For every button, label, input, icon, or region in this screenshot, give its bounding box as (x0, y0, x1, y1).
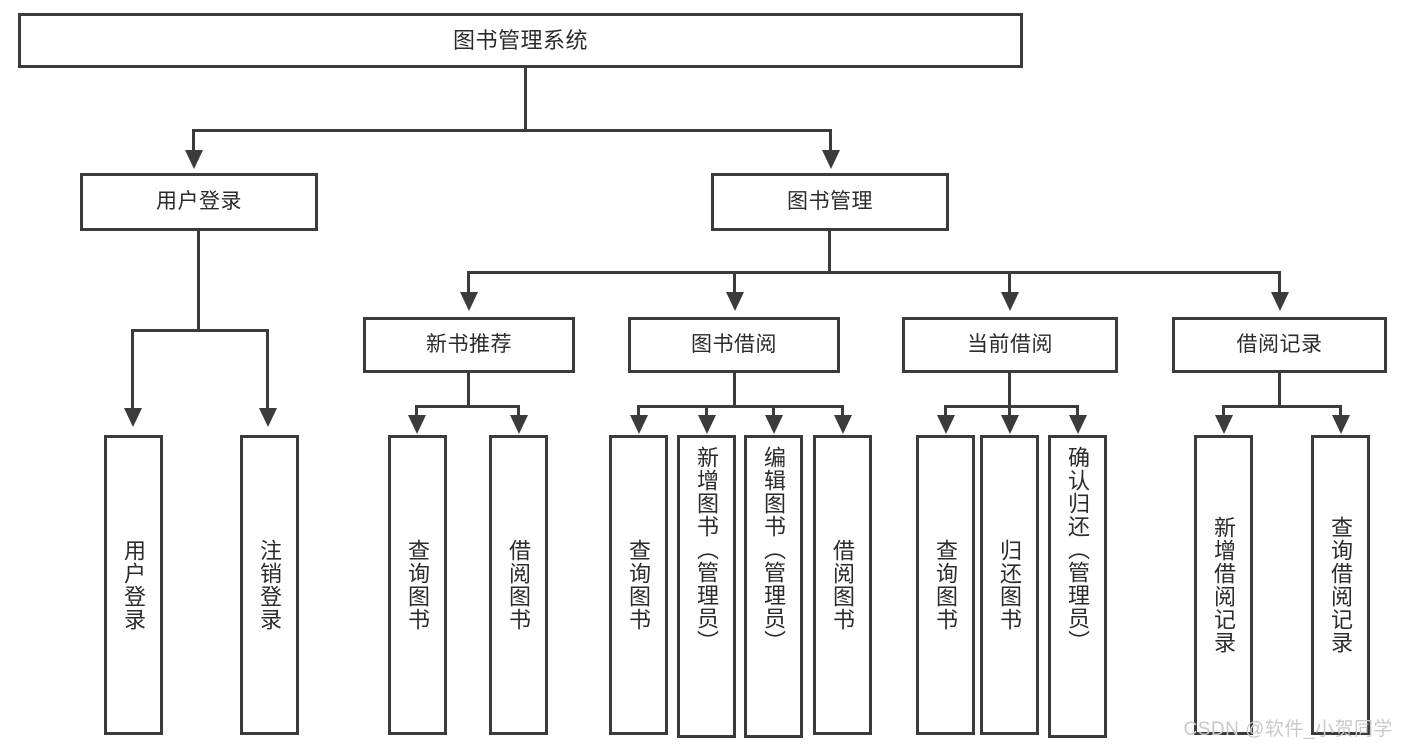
node-label: 新书推荐 (426, 332, 512, 356)
node-label: 查询图书 (933, 539, 959, 631)
node-book-borrow[interactable]: 图书借阅 (628, 317, 840, 373)
node-label: 借阅图书 (506, 539, 532, 631)
connector-root-stem (524, 68, 527, 131)
arrow-to-leaf-confirm-return (1069, 415, 1087, 434)
connector-bb-drop-2 (705, 405, 708, 417)
connector-bm-drop-1 (467, 271, 470, 293)
arrow-to-user-login (185, 150, 203, 169)
arrow-to-leaf-edit-book (765, 415, 783, 434)
connector-br-drop-2 (1339, 405, 1342, 417)
connector-user-login-drop-1 (131, 329, 134, 409)
leaf-return-book[interactable]: 归还图书 (980, 435, 1039, 735)
leaf-edit-book-admin[interactable]: 编辑图书（管理员） (744, 435, 803, 738)
arrow-to-leaf-borrow-book-2 (834, 415, 852, 434)
arrow-to-leaf-query-borrow-record (1332, 415, 1350, 434)
connector-bb-drop-3 (772, 405, 775, 417)
arrow-to-leaf-add-book (698, 415, 716, 434)
leaf-confirm-return-admin[interactable]: 确认归还（管理员） (1048, 435, 1107, 738)
node-label: 注销登录 (257, 539, 283, 631)
connector-book-management-bus (467, 271, 1281, 274)
arrow-to-leaf-add-borrow-record (1215, 415, 1233, 434)
leaf-logout[interactable]: 注销登录 (240, 435, 299, 735)
leaf-query-borrow-record[interactable]: 查询借阅记录 (1311, 435, 1370, 735)
node-label: 查询图书 (626, 539, 652, 631)
node-label: 借阅记录 (1236, 332, 1323, 356)
arrow-to-new-book-recommend (460, 292, 478, 311)
leaf-borrow-book-recommend[interactable]: 借阅图书 (489, 435, 548, 735)
connector-cb-drop-3 (1076, 405, 1079, 417)
connector-nbr-drop-2 (517, 405, 520, 417)
node-label: 用户登录 (121, 539, 147, 631)
connector-user-login-drop-2 (266, 329, 269, 409)
connector-nbr-drop-1 (415, 405, 418, 417)
leaf-query-book-recommend[interactable]: 查询图书 (388, 435, 447, 735)
node-label: 借阅图书 (830, 539, 856, 631)
leaf-user-login[interactable]: 用户登录 (104, 435, 163, 735)
connector-root-drop-right (829, 129, 832, 151)
connector-br-bus (1222, 405, 1342, 408)
leaf-borrow-book-borrow[interactable]: 借阅图书 (813, 435, 872, 735)
connector-bb-bus (637, 405, 844, 408)
connector-user-login-stem (197, 231, 200, 331)
node-label: 新增借阅记录 (1211, 516, 1237, 654)
connector-bm-drop-3 (1008, 271, 1011, 293)
node-label: 归还图书 (997, 539, 1023, 631)
arrow-to-book-management (822, 150, 840, 169)
leaf-query-book-borrow[interactable]: 查询图书 (609, 435, 668, 735)
connector-cb-bus (944, 405, 1078, 408)
connector-bb-drop-4 (841, 405, 844, 417)
node-label: 编辑图书（管理员） (761, 446, 787, 653)
arrow-to-book-borrow (726, 292, 744, 311)
watermark: CSDN @软件_小贺同学 (1183, 719, 1393, 740)
connector-user-login-bus (131, 329, 269, 332)
connector-bb-stem (733, 373, 736, 407)
connector-root-bus (192, 129, 832, 132)
connector-bm-drop-2 (733, 271, 736, 293)
leaf-add-borrow-record[interactable]: 新增借阅记录 (1194, 435, 1253, 735)
node-label: 查询借阅记录 (1328, 516, 1354, 654)
connector-br-drop-1 (1222, 405, 1225, 417)
arrow-to-leaf-query-book-1 (408, 415, 426, 434)
node-new-book-recommend[interactable]: 新书推荐 (363, 317, 575, 373)
arrow-to-leaf-borrow-book-1 (510, 415, 528, 434)
node-current-borrow[interactable]: 当前借阅 (902, 317, 1118, 373)
connector-cb-drop-1 (944, 405, 947, 417)
node-label: 图书借阅 (691, 332, 777, 356)
arrow-to-leaf-query-book-3 (937, 415, 955, 434)
node-book-management[interactable]: 图书管理 (711, 173, 949, 231)
connector-bm-drop-4 (1278, 271, 1281, 293)
arrow-to-current-borrow (1001, 292, 1019, 311)
node-label: 用户登录 (156, 189, 242, 213)
node-label: 新增图书（管理员） (694, 446, 720, 653)
leaf-add-book-admin[interactable]: 新增图书（管理员） (677, 435, 736, 738)
node-borrow-record[interactable]: 借阅记录 (1172, 317, 1387, 373)
arrow-to-leaf-query-book-2 (630, 415, 648, 434)
node-label: 图书管理 (787, 189, 873, 213)
node-label: 当前借阅 (967, 332, 1053, 356)
connector-nbr-bus (415, 405, 520, 408)
node-label: 图书管理系统 (452, 27, 588, 53)
connector-nbr-stem (467, 373, 470, 407)
arrow-to-leaf-logout (259, 408, 277, 427)
arrow-to-borrow-record (1271, 292, 1289, 311)
node-user-login[interactable]: 用户登录 (80, 173, 318, 231)
connector-cb-drop-2 (1008, 405, 1011, 417)
arrow-to-leaf-user-login (124, 408, 142, 427)
connector-cb-stem (1008, 373, 1011, 407)
arrow-to-leaf-return-book (1001, 415, 1019, 434)
leaf-query-book-current[interactable]: 查询图书 (916, 435, 975, 735)
connector-book-management-stem (828, 231, 831, 273)
connector-br-stem (1278, 373, 1281, 407)
node-root-book-management-system[interactable]: 图书管理系统 (18, 13, 1023, 68)
connector-bb-drop-1 (637, 405, 640, 417)
node-label: 确认归还（管理员） (1065, 446, 1091, 653)
node-label: 查询图书 (405, 539, 431, 631)
connector-root-drop-left (192, 129, 195, 151)
